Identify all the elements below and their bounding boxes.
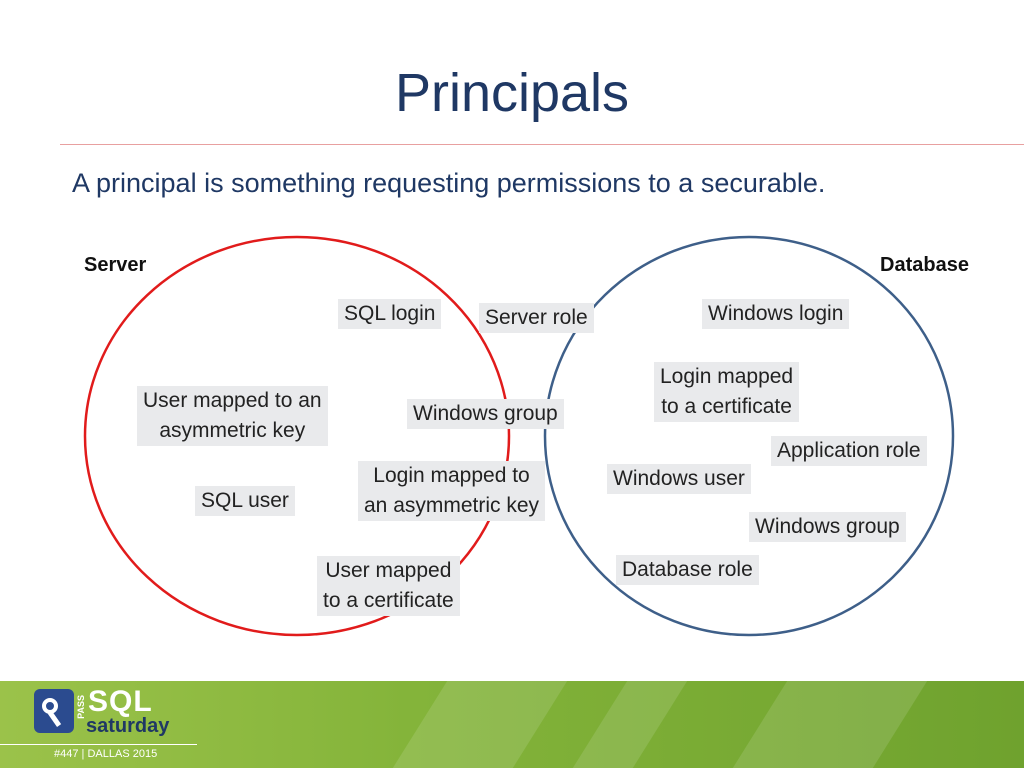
logo-sql-text: SQL	[88, 685, 153, 718]
footer-stripe	[732, 681, 928, 768]
database-role-box: Database role	[616, 555, 759, 585]
database-circle	[543, 235, 955, 637]
slide-title: Principals	[394, 63, 630, 123]
footer-divider	[0, 744, 197, 745]
logo-saturday-text: saturday	[86, 715, 170, 737]
sql-user-box: SQL user	[195, 486, 295, 516]
server-label: Server	[84, 254, 147, 276]
venn-diagram	[83, 235, 955, 637]
title-divider	[60, 144, 1024, 145]
user-certificate-box: User mapped to a certificate	[317, 556, 460, 616]
key-icon	[34, 689, 74, 733]
event-city: DALLAS 2015	[87, 748, 158, 760]
event-info: #447 | DALLAS 2015	[54, 748, 157, 760]
login-certificate-line-1: Login mapped	[660, 365, 794, 388]
application-role-box: Application role	[771, 436, 927, 466]
logo-pass-text: PASS	[76, 695, 86, 719]
event-separator: |	[81, 748, 85, 760]
windows-login-box: Windows login	[702, 299, 850, 329]
event-number: #447	[54, 748, 79, 760]
user-certificate-line-2: to a certificate	[323, 589, 454, 612]
login-asymmetric-key-line-2: an asymmetric key	[364, 494, 540, 517]
user-certificate-line-1: User mapped	[325, 559, 452, 582]
windows-group-database-box: Windows group	[749, 512, 906, 542]
user-asymmetric-key-box: User mapped to an asymmetric key	[137, 386, 328, 446]
user-asymmetric-key-line-1: User mapped to an	[143, 389, 322, 412]
footer-stripe	[572, 681, 688, 768]
user-asymmetric-key-line-2: asymmetric key	[159, 419, 306, 442]
footer-stripe	[392, 681, 568, 768]
server-circle	[83, 235, 511, 637]
login-certificate-box: Login mapped to a certificate	[654, 362, 800, 422]
login-asymmetric-key-line-1: Login mapped to	[373, 464, 530, 487]
windows-user-box: Windows user	[607, 464, 751, 494]
login-asymmetric-key-box: Login mapped to an asymmetric key	[358, 461, 546, 521]
server-role-box: Server role	[479, 303, 594, 333]
slide-subtitle: A principal is something requesting perm…	[72, 168, 826, 198]
login-certificate-line-2: to a certificate	[661, 395, 792, 418]
database-label: Database	[880, 254, 969, 276]
windows-group-server-box: Windows group	[407, 399, 564, 429]
sql-login-box: SQL login	[338, 299, 442, 329]
footer-banner: PASS SQL saturday #447 | DALLAS 2015	[0, 681, 1024, 768]
